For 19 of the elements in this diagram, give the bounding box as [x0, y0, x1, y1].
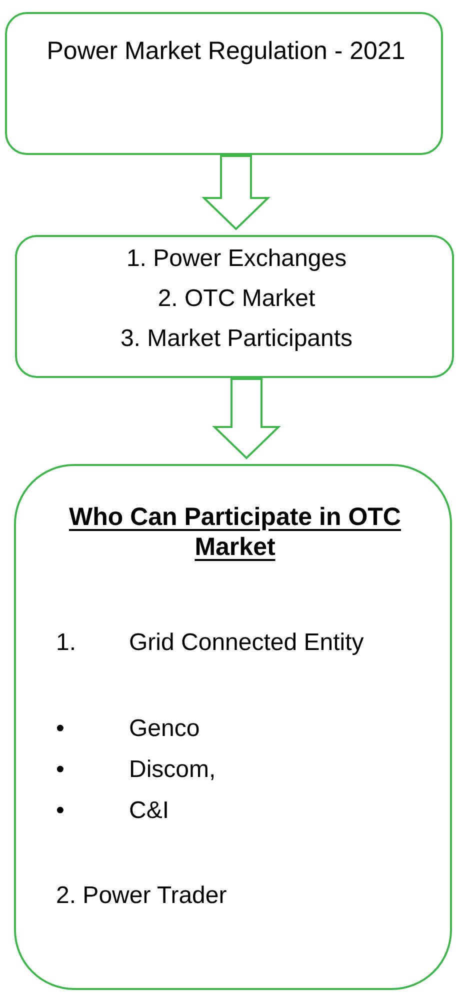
bullet: • — [56, 797, 66, 826]
title-text: Power Market Regulation - 2021 — [46, 36, 406, 66]
heading-text: Who Can Participate in OTC Market — [68, 502, 402, 562]
block-arrow — [212, 378, 281, 460]
list-item: 2. OTC Market — [156, 285, 316, 314]
participant-box — [14, 464, 452, 990]
bullet: • — [56, 756, 66, 785]
list-item: 3. Market Participants — [119, 325, 354, 354]
list-item: C&I — [129, 797, 170, 826]
bullet: • — [56, 715, 66, 744]
list-item: 2. Power Trader — [56, 882, 228, 911]
topic-box — [15, 235, 454, 378]
list-item: Genco — [129, 715, 201, 744]
list-item: Grid Connected Entity — [129, 629, 365, 658]
block-arrow — [202, 155, 270, 230]
list-item: Discom, — [129, 756, 217, 785]
list-number: 1. — [56, 629, 78, 658]
list-item: 1. Power Exchanges — [125, 245, 348, 274]
title-box — [5, 12, 443, 155]
